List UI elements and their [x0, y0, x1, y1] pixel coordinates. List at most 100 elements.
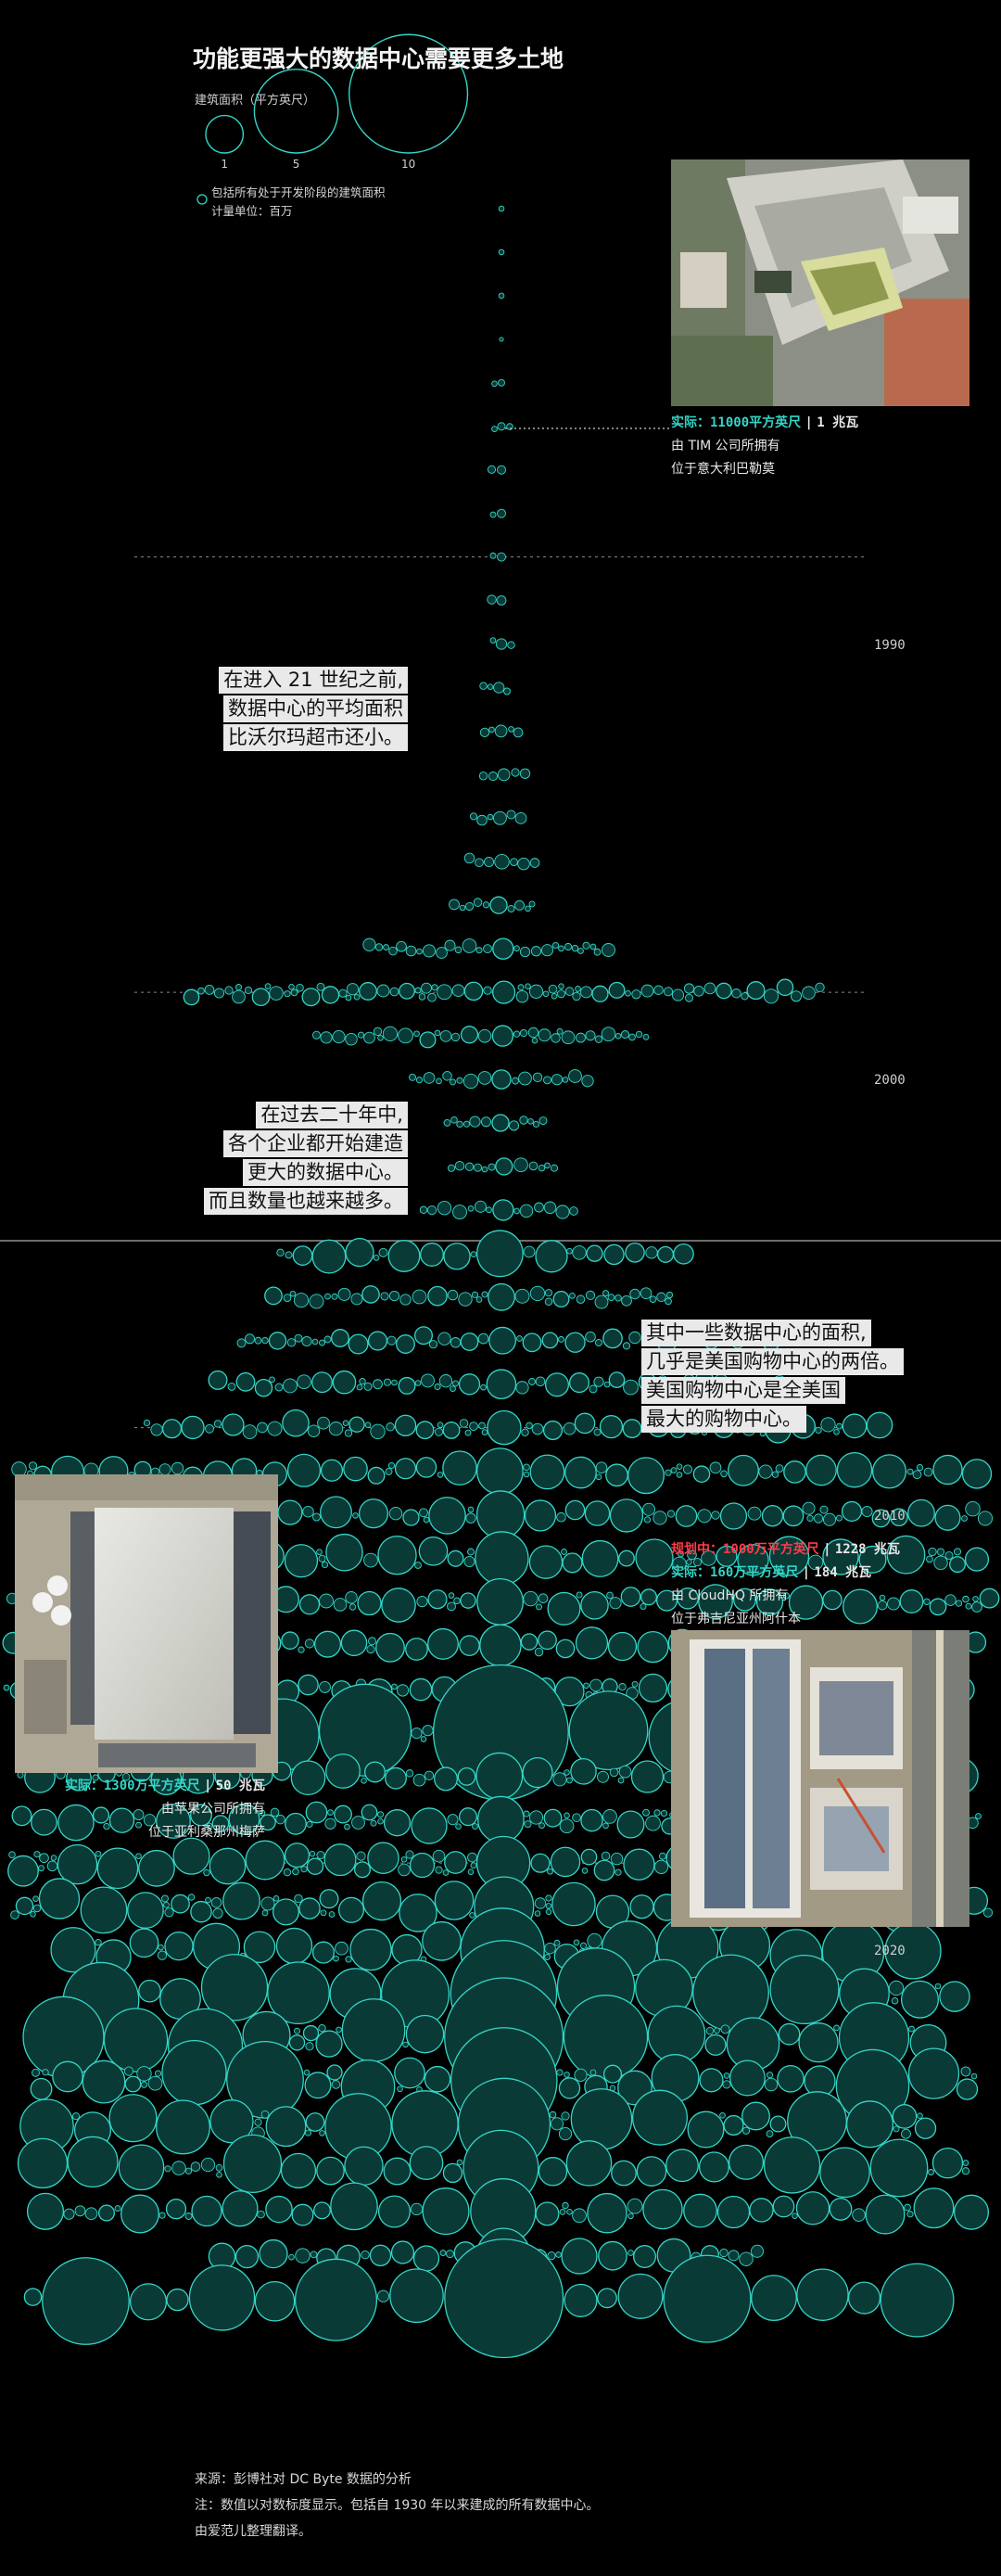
data-center-circle — [483, 856, 495, 868]
data-center-circle — [802, 1501, 816, 1515]
data-center-circle — [391, 1379, 398, 1386]
data-center-circle — [528, 1545, 564, 1579]
data-center-circle — [222, 1413, 245, 1436]
data-center-circle — [544, 1162, 551, 1169]
cloudhq-planned-label: 规划中： — [671, 1542, 723, 1557]
data-center-circle — [928, 2169, 934, 2175]
data-center-circle — [711, 1511, 720, 1520]
data-center-circle — [665, 1297, 672, 1306]
data-center-circle — [290, 988, 298, 997]
data-center-circle — [267, 1421, 283, 1436]
data-center-circle — [8, 1851, 16, 1859]
data-center-circle — [138, 1849, 175, 1887]
data-center-circle — [528, 1810, 544, 1825]
data-center-circle — [442, 1421, 461, 1439]
data-center-circle — [625, 989, 631, 997]
data-center-circle — [601, 1851, 611, 1861]
data-center-circle — [325, 1533, 363, 1572]
data-center-circle — [345, 1956, 352, 1963]
data-center-circle — [788, 1585, 824, 1620]
data-center-circle — [245, 1840, 285, 1881]
data-center-circle — [332, 1370, 357, 1395]
data-center-circle — [265, 2195, 293, 2224]
data-center-circle — [120, 2194, 159, 2234]
data-center-circle — [620, 1587, 641, 1607]
data-center-circle — [320, 1496, 352, 1529]
data-center-circle — [792, 2213, 798, 2220]
data-center-circle — [836, 1451, 873, 1488]
data-center-circle — [531, 1422, 544, 1435]
data-center-circle — [349, 1928, 392, 1971]
data-center-circle — [493, 682, 505, 694]
data-center-circle — [782, 1505, 805, 1527]
data-center-circle — [622, 1342, 631, 1350]
annotation-line: 在进入 21 世纪之前, — [219, 667, 408, 694]
data-center-circle — [17, 1771, 24, 1779]
data-center-circle — [660, 1809, 668, 1817]
data-center-circle — [163, 1901, 170, 1908]
data-center-circle — [232, 989, 246, 1004]
data-center-circle — [524, 1499, 557, 1532]
data-center-circle — [514, 812, 527, 824]
data-center-circle — [678, 1550, 684, 1558]
legend-circle-1 — [205, 114, 245, 154]
data-center-circle — [422, 944, 437, 958]
data-center-circle — [439, 2250, 447, 2257]
apple-actual-value: 1300万平方英尺 — [103, 1779, 200, 1793]
data-center-circle — [496, 595, 507, 606]
data-center-circle — [302, 1505, 314, 1518]
data-center-circle — [953, 1548, 962, 1556]
data-center-circle — [701, 1550, 716, 1566]
data-center-circle — [589, 2069, 597, 2076]
data-center-circle — [551, 1881, 596, 1927]
data-center-circle — [197, 987, 205, 995]
data-center-circle — [38, 1865, 44, 1872]
data-center-circle — [602, 943, 615, 957]
data-center-circle — [388, 946, 398, 956]
data-center-circle — [377, 1034, 384, 1041]
data-center-circle — [561, 2238, 598, 2275]
data-center-circle — [542, 1420, 564, 1441]
data-center-circle — [350, 1293, 363, 1306]
data-center-circle — [191, 2195, 222, 2227]
data-center-circle — [482, 901, 490, 909]
data-center-circle — [543, 1076, 551, 1085]
data-center-circle — [641, 1502, 656, 1516]
data-center-circle — [714, 2027, 720, 2034]
data-center-circle — [623, 1379, 639, 1396]
data-center-circle — [591, 985, 609, 1002]
data-center-circle — [286, 1453, 322, 1487]
data-center-circle — [555, 1205, 570, 1219]
data-center-circle — [507, 641, 515, 649]
data-center-circle — [309, 1850, 316, 1857]
legend-label-10: 10 — [401, 158, 415, 171]
data-center-circle — [353, 993, 361, 1001]
data-center-circle — [224, 986, 234, 995]
data-center-circle — [719, 1502, 748, 1530]
data-center-circle — [456, 1077, 463, 1084]
data-center-circle — [332, 1029, 346, 1044]
data-center-circle — [513, 1030, 521, 1038]
data-center-circle — [391, 1683, 398, 1690]
data-center-circle — [316, 1851, 325, 1860]
data-center-circle — [531, 1037, 539, 1044]
data-center-circle — [420, 1736, 427, 1742]
data-center-circle — [254, 2280, 296, 2322]
data-center-circle — [907, 1498, 935, 1527]
data-center-circle — [665, 1291, 674, 1299]
data-center-circle — [561, 2111, 570, 2121]
data-center-circle — [304, 2072, 332, 2099]
data-center-circle — [431, 984, 438, 991]
data-center-circle — [686, 1559, 692, 1565]
data-center-circle — [741, 2101, 770, 2131]
data-center-circle — [136, 2066, 152, 2082]
data-center-circle — [377, 1535, 417, 1575]
data-center-circle — [595, 1461, 608, 1473]
data-center-circle — [447, 1601, 456, 1612]
data-center-circle — [550, 1164, 559, 1172]
data-center-circle — [806, 1514, 814, 1522]
data-center-circle — [638, 1673, 668, 1703]
apple-power: 50 兆瓦 — [215, 1779, 265, 1793]
data-center-circle — [472, 1823, 478, 1830]
data-center-circle — [532, 1072, 543, 1083]
